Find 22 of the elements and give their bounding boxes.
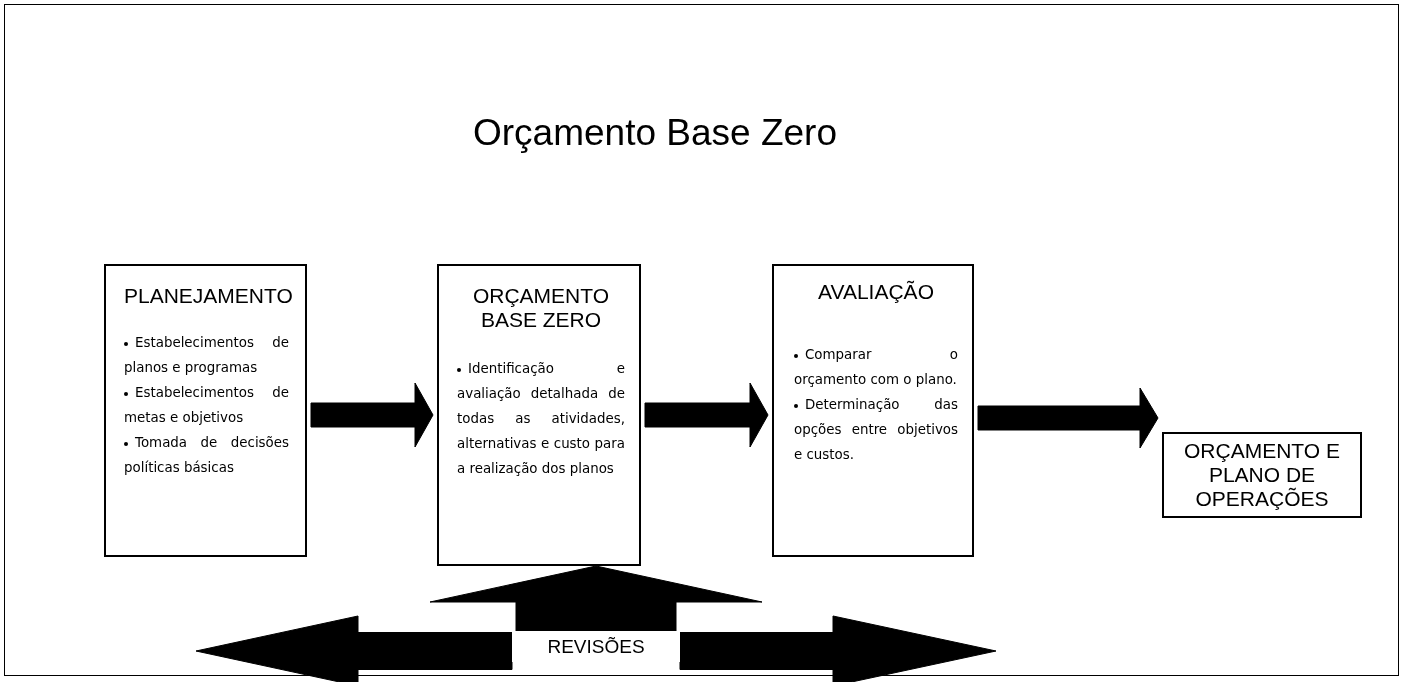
bullet-item: Estabelecimentos de metas e objetivos <box>124 384 289 428</box>
box-heading: REVISÕES <box>546 635 646 658</box>
process-box <box>437 264 641 566</box>
bullet-item: Comparar o orçamento com o plano. <box>794 346 958 390</box>
bullet-item: Identificação e avaliação detalhada de todas as atividades, alternativas e custo para a realização dos planos <box>457 360 625 479</box>
box-heading: AVALIAÇÃO <box>817 280 935 305</box>
label-box <box>512 631 680 662</box>
block-arrow <box>429 565 763 632</box>
block-arrow <box>310 382 434 448</box>
process-box <box>104 264 307 557</box>
process-box <box>772 264 974 557</box>
process-box <box>1162 432 1362 518</box>
bullet-item: Estabelecimentos de planos e programas <box>124 334 289 378</box>
bullet-item: Determinação das opções entre objetivos e custos. <box>794 396 958 465</box>
box-heading: ORÇAMENTO BASE ZERO <box>471 284 611 333</box>
title: Orçamento Base Zero <box>472 112 838 154</box>
bullet-item: Tomada de decisões políticas básicas <box>124 434 289 478</box>
box-heading: ORÇAMENTO E PLANO DE OPERAÇÕES <box>1183 438 1341 512</box>
block-arrow <box>977 387 1159 449</box>
block-arrow <box>644 382 769 448</box>
block-arrow <box>679 615 997 682</box>
block-arrow <box>195 615 513 682</box>
